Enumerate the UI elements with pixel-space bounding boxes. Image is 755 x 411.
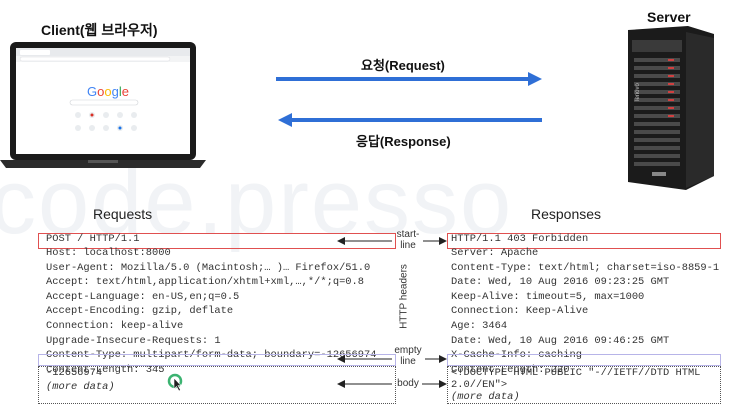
start-line-label-line2: line xyxy=(393,240,423,251)
start-line-label: start- line xyxy=(393,229,423,251)
empty-line-label-line2: line xyxy=(393,356,423,367)
body-label: body xyxy=(394,378,422,389)
start-line-label-line1: start- xyxy=(393,229,423,240)
empty-line-label-line1: empty xyxy=(393,345,423,356)
http-headers-label: HTTP headers xyxy=(399,257,410,337)
empty-line-label: empty line xyxy=(393,345,423,367)
